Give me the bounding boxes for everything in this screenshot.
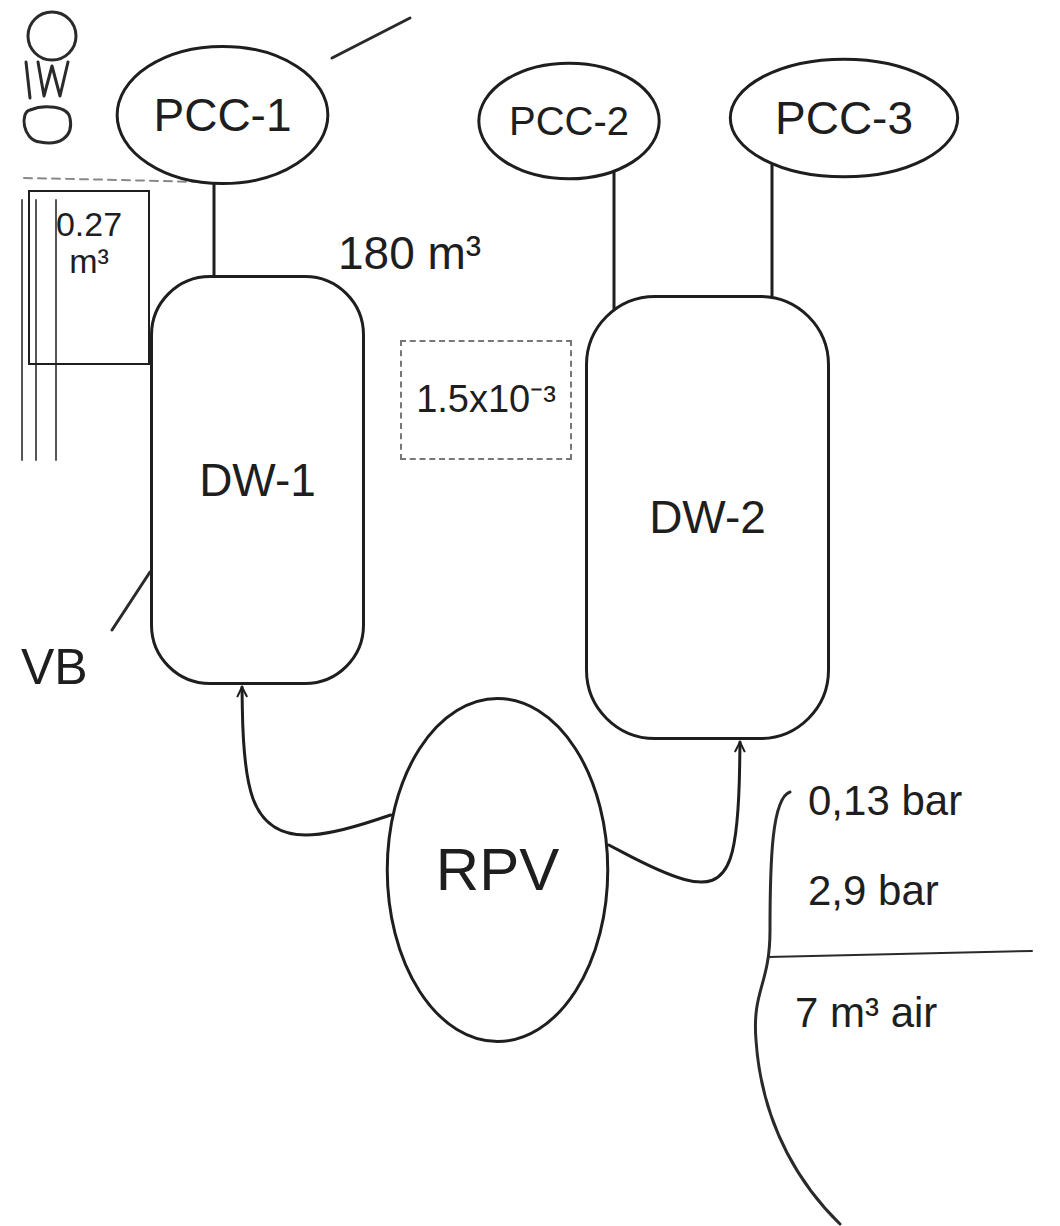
ellipse-shape xyxy=(479,63,659,179)
annotation-label: 180 m³ xyxy=(335,228,484,279)
ellipse-shape xyxy=(117,46,328,183)
underline xyxy=(768,951,1032,957)
annotation-label: VB xyxy=(18,640,91,695)
pcc-ellipse: PCC-3 xyxy=(728,58,960,178)
figure-head xyxy=(28,12,76,60)
node-label: 1.5x10⁻³ xyxy=(416,379,556,421)
drywell-box: DW-2 xyxy=(585,295,830,740)
figure-body xyxy=(24,107,71,143)
node-label: RPV xyxy=(436,837,559,903)
connector-line xyxy=(242,687,391,835)
vb-leader-line xyxy=(112,572,150,630)
pcc-ellipse: PCC-1 xyxy=(115,45,330,185)
node-label: DW-2 xyxy=(649,492,766,543)
node-label: PCC-2 xyxy=(509,99,629,143)
connector-line xyxy=(609,742,740,882)
node-label: PCC-1 xyxy=(153,90,291,141)
connector-line xyxy=(213,185,216,275)
area-box: 1.5x10⁻³ xyxy=(400,340,572,460)
ellipse-shape xyxy=(730,59,957,177)
leader-line xyxy=(332,18,410,58)
figure-scribble xyxy=(26,62,68,98)
node-label: 0.27 m³ xyxy=(43,206,135,281)
connector-line xyxy=(613,172,616,308)
volume-box: 0.27 m³ xyxy=(28,190,150,365)
drywell-box: DW-1 xyxy=(150,275,365,685)
connector-line xyxy=(771,165,774,296)
annotation-label: 7 m³ air xyxy=(792,990,940,1036)
rpv-vessel: RPV xyxy=(385,695,610,1045)
ellipse-shape xyxy=(387,699,608,1042)
annotation-label: 0,13 bar xyxy=(805,778,965,824)
node-label: PCC-3 xyxy=(775,93,913,144)
annotation-label: 2,9 bar xyxy=(805,868,942,914)
node-label: DW-1 xyxy=(199,455,316,506)
pcc-ellipse: PCC-2 xyxy=(477,62,661,180)
dashed-outline xyxy=(24,178,200,182)
